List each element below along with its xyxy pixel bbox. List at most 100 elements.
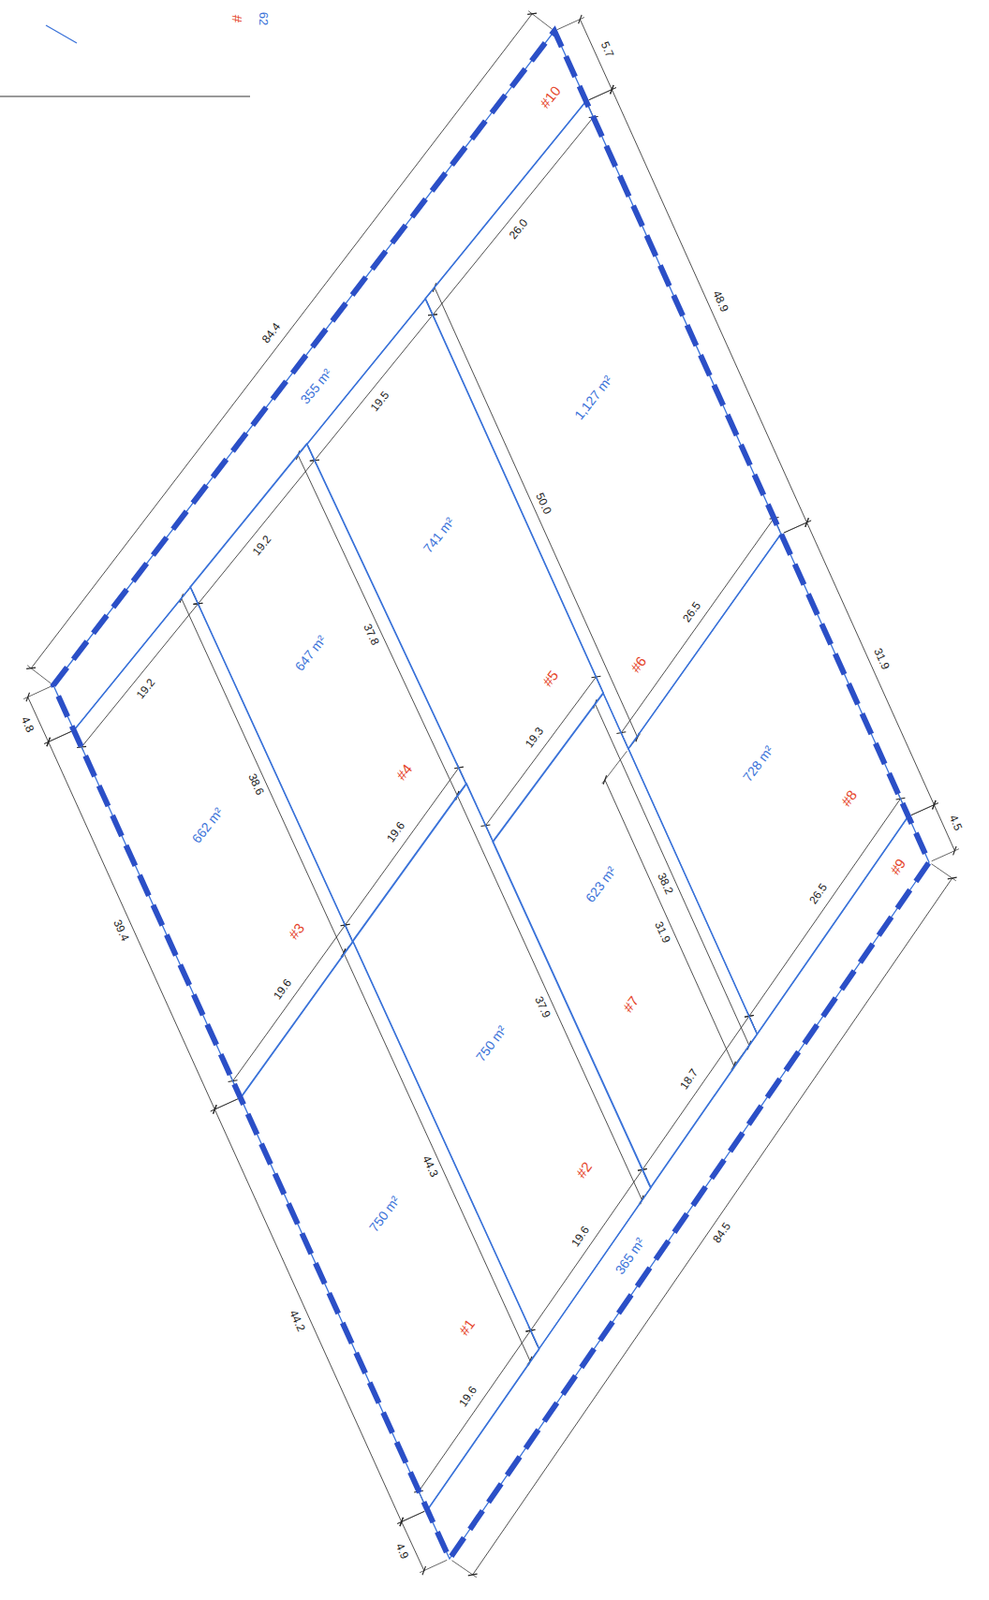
parcel-outline [190,443,467,943]
dimension-label: 37.9 [531,993,554,1021]
parcel-outline-svg [305,296,606,844]
dimension-label: 19.6 [270,975,296,1003]
dimension-tick [422,1566,427,1576]
dimension-line [434,287,638,738]
dimension-label: 19.6 [568,1223,592,1250]
dimension-label: 37.8 [359,620,382,649]
extension-line [27,665,51,685]
parcel-outline-svg [425,814,931,1562]
lot-area: 750 m² [366,1194,403,1236]
dimension-label: 31.9 [870,645,892,673]
dimension-label: 18.7 [678,1066,702,1093]
lot-area: 365 m² [612,1236,648,1279]
dimension-tick [26,667,36,669]
lot-parcel: #5 741 m² [305,296,606,844]
dimension-line [314,314,433,461]
lot-area: 1,127 m² [572,372,616,423]
dimension-label: 39.4 [109,917,131,945]
dimension-label: 19.3 [522,724,547,752]
dimension-label: 4.8 [17,714,37,736]
parcel-outline-svg [626,531,911,1036]
dimension-label: 26.5 [807,881,831,908]
dimension-label: 84.5 [710,1220,735,1247]
parcel-outline [628,533,909,1034]
dimension-line [343,953,531,1362]
lot-number: #7 [620,993,643,1016]
frame-line [0,96,251,98]
dimension-line [457,796,642,1201]
dimension-line [198,460,315,605]
dimension-tick [468,1574,478,1577]
lot-number: #1 [456,1316,478,1339]
parcel-outline [73,587,354,1099]
dimension-line [432,117,594,315]
dimension-label: 4.5 [945,812,965,834]
dimension-line [594,704,750,1047]
lot-area: 750 m² [473,1023,511,1065]
dimension-label: 19.6 [456,1384,480,1411]
parcel-outline [353,783,651,1350]
dimension-label: 26.0 [506,216,532,243]
dimension-tick [932,800,937,810]
lot-parcel: #7623 m² [490,691,759,1191]
dimension-line [485,677,596,827]
dimension-label: 26.5 [679,599,704,626]
strip-parcel: #10355 m² [51,29,589,733]
parcel-outline [492,693,757,1189]
dimension-line [181,598,344,954]
dimension-tick [953,846,958,856]
lot-number: #8 [839,788,861,811]
dimension-label: 44.3 [419,1153,442,1181]
lot-area: 741 m² [420,515,458,557]
dimension-tick [26,693,30,702]
dimension-label: 5.7 [597,38,617,60]
dimension-line [48,741,216,1110]
dimension-line [749,798,901,1017]
lot-number: #6 [627,653,650,676]
extension-line [452,1561,477,1579]
dimension-label: 50.0 [532,489,554,517]
lot-parcel: #8728 m² [626,531,911,1036]
dimension-tick [578,14,583,24]
dimension-tick [805,517,810,527]
lot-area: 662 m² [189,805,226,847]
dimension-label: 19.6 [383,819,409,846]
parcel-outline [53,30,587,731]
dimension-label: 19.2 [133,676,159,703]
parcel-outline [427,816,930,1560]
dimension-tick [610,85,615,94]
dimension-line [233,925,346,1082]
extension-line [602,751,628,784]
dimension-label: 38.2 [654,870,676,899]
dimension-label: 44.2 [286,1307,308,1335]
lot-parcel: #4 647 m² [188,442,469,945]
parcel-outline-svg [490,691,759,1191]
dimension-label: 19.2 [250,532,275,560]
dimension-tick [527,13,537,15]
lot-number: #2 [573,1159,595,1181]
dimension-label: 38.6 [244,771,266,799]
dimension-line [620,517,774,733]
dimension-label: 4.9 [392,1541,412,1563]
lot-number: #5 [539,667,561,690]
lot-number: #9 [886,856,909,878]
dimension-line [214,1109,401,1522]
lot-area: 647 m² [292,633,329,675]
lot-number: #4 [393,761,415,783]
dimension-label: 84.4 [259,320,284,347]
dimension-label: 31.9 [651,919,673,947]
dimension-tick [46,738,51,747]
legend-fragment: 62 [256,12,270,26]
extension-line [931,864,957,882]
extension-line [528,11,552,30]
dimension-label: 48.9 [709,287,731,315]
parcel-outline-svg [188,442,469,945]
dimension-tick [603,775,607,784]
dimension-tick [399,1518,404,1527]
dimension-tick [947,877,958,880]
boundary-dashed-line [53,30,930,1560]
legend-fragment: # [229,14,246,23]
dimension-line [807,522,935,806]
dimension-line [472,878,953,1576]
